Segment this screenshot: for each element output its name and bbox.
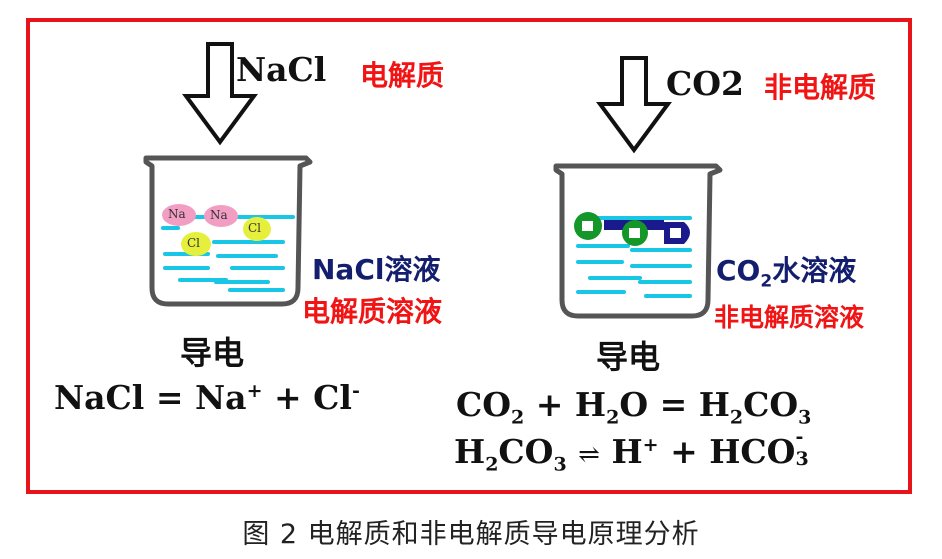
eq-plus: +	[273, 378, 302, 417]
eq1-o: O	[619, 385, 649, 424]
cl-ion-label-2: Cl	[187, 236, 201, 250]
co2-molecules	[574, 212, 690, 246]
eq1-equals: =	[659, 385, 688, 424]
cl-ion-label-1: Cl	[248, 221, 262, 235]
figure-caption: 图 2 电解质和非电解质导电原理分析	[242, 519, 700, 550]
eq2-co-sub: 3	[553, 453, 567, 476]
na-ion-2	[204, 205, 238, 227]
right-down-arrow	[596, 56, 672, 154]
eq1-h-sub: 2	[606, 406, 620, 429]
eq1-co-sub: 2	[511, 406, 525, 429]
na-ion-label-1: Na	[168, 207, 186, 221]
eq1-co3: CO	[743, 385, 799, 424]
eq2-h-sub: 2	[485, 453, 499, 476]
left-equation: NaCl = Na+ + Cl-	[54, 378, 360, 417]
left-beaker	[143, 155, 313, 307]
left-solution-name: NaCl溶液	[312, 253, 441, 286]
eq-cl: Cl	[313, 378, 352, 417]
eq-na-charge: +	[246, 380, 263, 402]
right-solution-name: CO2水溶液	[716, 249, 856, 292]
cl-ion-1	[243, 217, 271, 241]
eq2-plus: +	[670, 432, 698, 471]
left-solute-formula: NaCl	[236, 50, 327, 89]
eq2-co: CO	[498, 432, 554, 471]
right-equation-1: CO2 + H2O = H2CO3	[456, 385, 811, 427]
na-ion-label-2: Na	[210, 208, 228, 222]
right-beaker	[553, 163, 723, 319]
right-solution-sub: 2	[760, 271, 773, 292]
left-solution-class: 电解质溶液	[302, 295, 443, 328]
eq-na: Na	[195, 378, 247, 417]
na-ion-1	[162, 204, 196, 226]
eq2-equilibrium-arrow: ⇌	[578, 440, 600, 470]
cl-ion-2	[181, 232, 211, 256]
right-conducts-label: 导电	[596, 338, 661, 376]
eq1-plus: +	[535, 385, 564, 424]
right-solution-co: CO	[716, 254, 761, 287]
figure-frame	[26, 18, 912, 494]
right-solute-formula: CO2	[666, 64, 744, 103]
eq1-co: CO	[456, 385, 512, 424]
right-solute-class: 非电解质	[764, 71, 877, 104]
left-down-arrow	[182, 42, 258, 146]
eq-equals: =	[155, 378, 184, 417]
left-solute-class: 电解质	[360, 59, 445, 92]
eq1-h: H	[574, 385, 607, 424]
eq1-h2-sub: 2	[729, 406, 744, 429]
eq2-hp: H	[611, 432, 643, 471]
eq-cl-charge: -	[351, 380, 360, 402]
right-solution-rest: 水溶液	[772, 254, 857, 287]
right-solution-class: 非电解质溶液	[714, 303, 865, 332]
eq2-h: H	[454, 432, 486, 471]
eq-nacl: NaCl	[54, 378, 145, 417]
right-equation-2: H2CO3 ⇌ H+ + HCO-3	[454, 426, 809, 476]
eq2-hp-charge: +	[642, 434, 659, 456]
left-conducts-label: 导电	[180, 334, 245, 372]
eq1-h2: H	[698, 385, 730, 424]
eq1-co3-sub: 3	[798, 406, 812, 429]
eq2-hco: HCO	[709, 432, 796, 471]
